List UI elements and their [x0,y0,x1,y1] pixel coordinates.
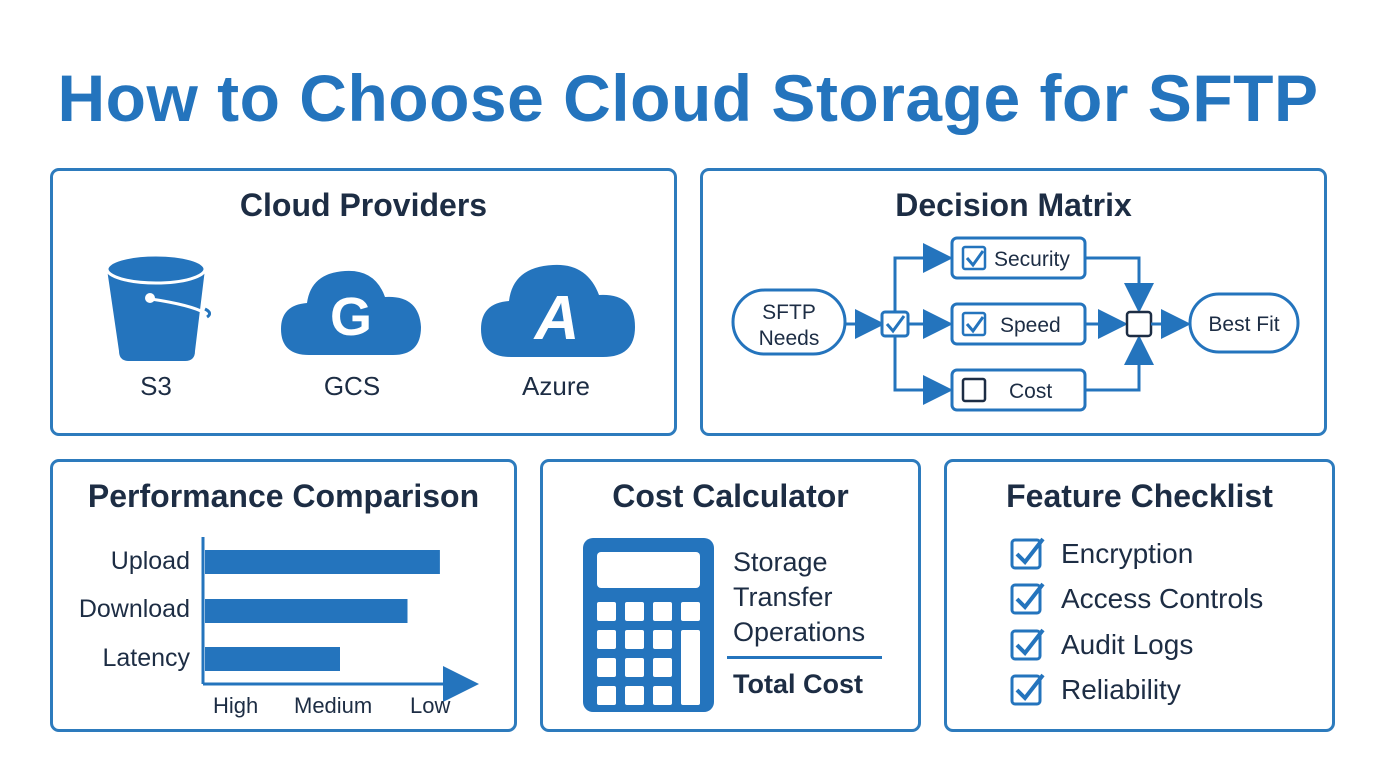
feature-item-audit-logs: Audit Logs [1009,625,1193,665]
calculator-icon [583,538,714,712]
speed-checkbox-icon [961,311,987,337]
azure-glyph: A [533,284,580,353]
cost-item-storage: Storage [733,547,828,577]
security-checkbox-icon [961,245,987,271]
feature-item-reliability: Reliability [1009,670,1181,710]
merge-node [1125,310,1153,338]
feature-label-access-controls: Access Controls [1061,583,1264,614]
bar-latency [205,647,340,671]
feature-item-access-controls: Access Controls [1009,579,1263,619]
performance-panel: Performance Comparison Upload Download L… [50,459,517,732]
criterion-label-speed: Speed [1000,314,1061,337]
tick-label-high: High [213,693,259,718]
sftp-needs-line-1: SFTP [762,301,816,324]
decision-matrix-panel: Decision Matrix SFTP Needs Security [700,168,1327,436]
criterion-security: Security [950,236,1087,280]
cost-total: Total Cost [733,669,863,699]
cost-divider [727,656,882,659]
best-fit-node [1188,292,1300,354]
decision-matrix-title: Decision Matrix [895,187,1132,223]
gcs-glyph: G [330,287,372,347]
criterion-label-security: Security [994,248,1070,271]
gcs-cloud-icon: G [281,270,421,355]
cost-item-operations: Operations [733,617,866,647]
cloud-providers-title: Cloud Providers [239,187,488,223]
check-icon [1010,582,1045,615]
page-title: How to Choose Cloud Storage for SFTP [57,61,1319,135]
feature-checklist-panel: Feature Checklist Encryption Access Cont… [944,459,1335,732]
tick-label-low: Low [410,693,451,718]
bar-download [205,599,408,623]
criterion-label-cost: Cost [1009,380,1052,403]
performance-bar-chart [201,537,479,702]
performance-title: Performance Comparison [87,478,480,514]
feature-checklist-title: Feature Checklist [1006,478,1273,514]
feature-label-encryption: Encryption [1061,538,1194,569]
check-icon [1010,537,1045,570]
cost-item-transfer: Transfer [733,582,833,612]
split-check-icon [880,310,910,338]
feature-label-reliability: Reliability [1061,674,1181,705]
cost-calculator-title: Cost Calculator [612,478,849,514]
bar-upload [205,550,440,574]
cost-calculator-panel: Cost Calculator Storage Transfer Operati… [540,459,921,732]
provider-label-gcs: GCS [323,371,381,401]
criterion-cost: Cost [950,368,1087,412]
bucket-icon [105,253,211,361]
feature-item-encryption: Encryption [1009,534,1193,574]
provider-label-azure: Azure [522,371,590,401]
bar-label-upload: Upload [110,547,190,575]
tick-label-medium: Medium [294,693,373,718]
azure-cloud-icon: A [481,264,635,357]
check-icon [1010,673,1045,706]
criterion-speed: Speed [950,302,1087,346]
bar-label-latency: Latency [102,644,190,672]
feature-label-audit-logs: Audit Logs [1061,629,1194,660]
sftp-needs-node [731,288,847,356]
cost-checkbox-icon [961,377,987,403]
bar-label-download: Download [78,595,190,623]
check-icon [1010,628,1045,661]
decision-flow-diagram: SFTP Needs Security Speed Cost [731,236,1300,412]
best-fit-label: Best Fit [1208,313,1279,336]
provider-label-s3: S3 [140,371,172,401]
cloud-providers-panel: Cloud Providers S3 G GCS A Azure [50,168,677,436]
sftp-needs-line-2: Needs [759,327,820,350]
